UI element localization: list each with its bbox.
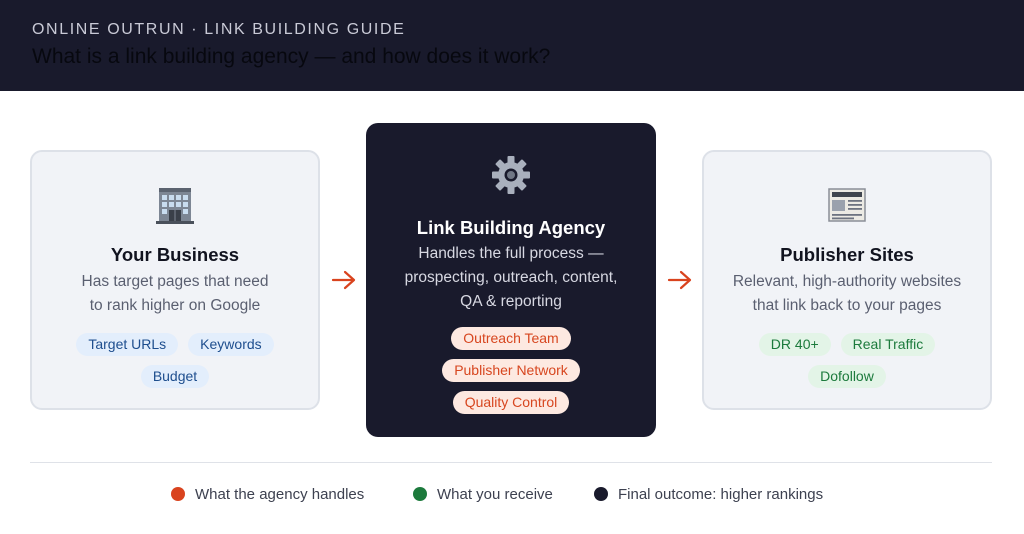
guide-kicker: ONLINE OUTRUN · LINK BUILDING GUIDE [32, 21, 406, 38]
tag-dofollow: Dofollow [808, 365, 886, 388]
newspaper-icon [704, 185, 990, 225]
arrow-right-icon [331, 269, 357, 291]
card-tags: Outreach Team Publisher Network Quality … [386, 327, 636, 414]
link-building-agency-card: Link Building Agency Handles the full pr… [366, 123, 656, 437]
your-business-card: Your Business Has target pages that need… [30, 150, 320, 410]
card-title: Publisher Sites [780, 244, 914, 265]
tag-quality-control: Quality Control [452, 391, 570, 414]
office-building-icon [32, 185, 318, 225]
tag-keywords: Keywords [188, 333, 274, 356]
legend-dot [171, 487, 185, 501]
gear-icon [366, 155, 656, 195]
tag-real-traffic: Real Traffic [840, 333, 936, 356]
tag-publisher-network: Publisher Network [442, 359, 580, 382]
page-title: What is a link building agency — and how… [32, 45, 551, 68]
card-description: Handles the full process — prospecting, … [404, 245, 618, 310]
legend-dot [413, 487, 427, 501]
tag-outreach-team: Outreach Team [451, 327, 571, 350]
tag-dr-40: DR 40+ [758, 333, 831, 356]
legend-label: Final outcome: higher rankings [618, 485, 824, 503]
legend-label: What the agency handles [195, 485, 365, 503]
divider [30, 462, 992, 463]
legend-item-outcome: Final outcome: higher rankings [594, 484, 823, 504]
legend-item-receive: What you receive [413, 484, 553, 504]
publisher-sites-card: Publisher Sites Relevant, high-authority… [702, 150, 992, 410]
header-banner: ONLINE OUTRUN · LINK BUILDING GUIDE What… [0, 0, 1024, 91]
card-tags: Target URLs Keywords Budget [48, 333, 302, 388]
card-description: Has target pages that need to rank highe… [81, 273, 269, 314]
card-title: Link Building Agency [416, 217, 606, 238]
tag-budget: Budget [140, 365, 210, 388]
legend-dot [594, 487, 608, 501]
tag-target-urls: Target URLs [76, 333, 179, 356]
arrow-right-icon [667, 269, 693, 291]
card-title: Your Business [110, 244, 240, 265]
legend-label: What you receive [437, 485, 553, 503]
card-description: Relevant, high-authority websites that l… [732, 273, 962, 314]
legend-item-agency: What the agency handles [171, 484, 364, 504]
card-tags: DR 40+ Real Traffic Dofollow [720, 333, 974, 388]
